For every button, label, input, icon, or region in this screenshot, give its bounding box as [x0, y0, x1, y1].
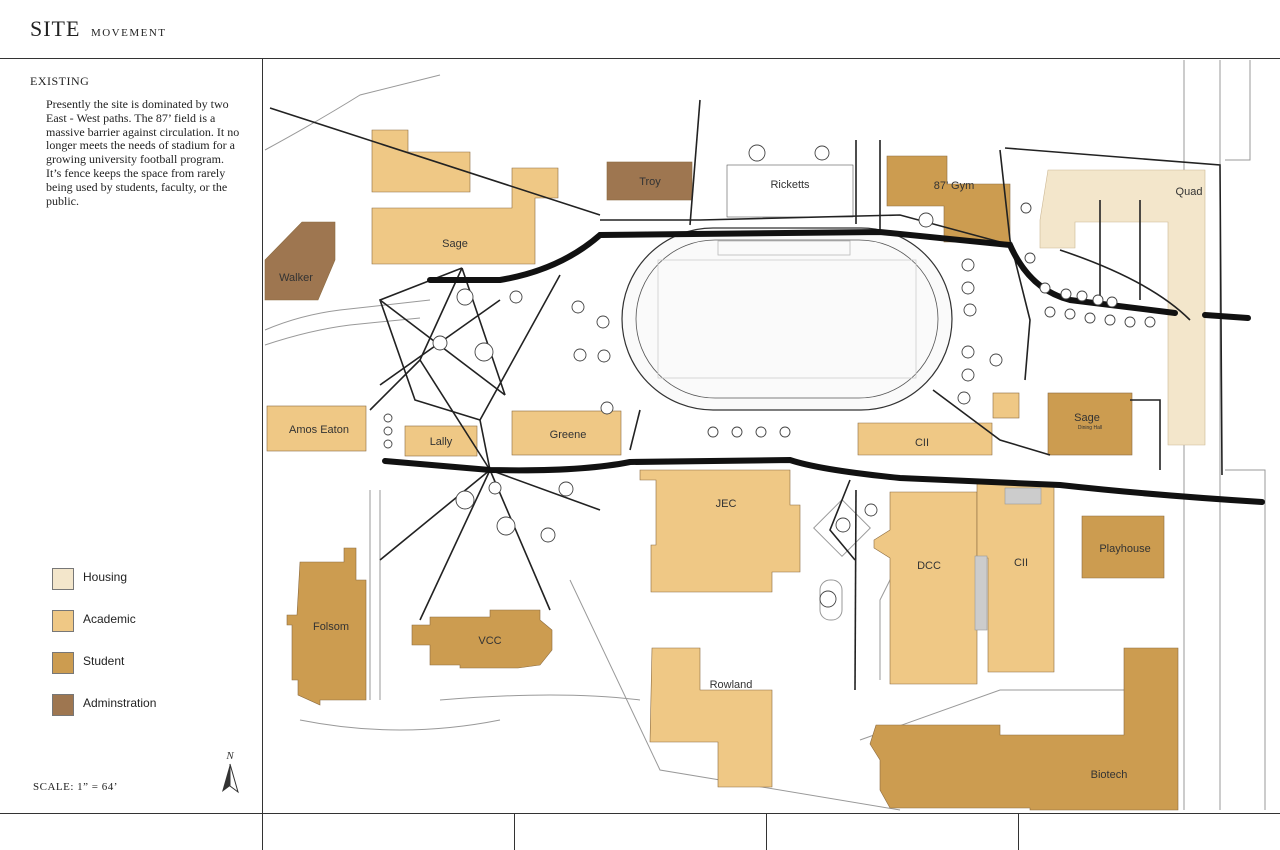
site-map: Walker Sage Troy Ricketts 87’ Gym Quad A… — [264, 60, 1266, 811]
title-subtitle: MOVEMENT — [90, 27, 167, 39]
label-lally: Lally — [430, 436, 453, 448]
label-greene: Greene — [550, 429, 587, 441]
legend-swatch-housing — [52, 568, 74, 590]
legend-label: Housing — [83, 570, 128, 584]
legend-label: Adminstration — [83, 696, 157, 710]
title-main: SITE — [30, 16, 81, 41]
legend-swatch-academic — [52, 610, 74, 632]
label-quad: Quad — [1176, 186, 1203, 198]
panel-divider — [262, 58, 263, 850]
label-troy: Troy — [639, 176, 661, 188]
header-rule — [0, 58, 1280, 59]
north-arrow-icon: N — [218, 748, 242, 801]
legend-swatch-administration — [52, 694, 74, 716]
existing-description: Presently the site is dominated by two E… — [46, 97, 240, 208]
building-ricketts — [726, 164, 854, 218]
page-title: SITE MOVEMENT — [30, 16, 167, 42]
scale-text: SCALE: 1” = 64’ — [33, 781, 118, 793]
building-jec — [639, 469, 801, 593]
footer-divider-3 — [1018, 813, 1019, 850]
stadium — [621, 227, 953, 411]
building-sage-dining — [1047, 392, 1133, 456]
building-folsom — [286, 547, 367, 706]
north-label: N — [225, 750, 234, 762]
label-amos-eaton: Amos Eaton — [289, 424, 349, 436]
label-cii-south: CII — [1014, 557, 1028, 569]
legend-swatch-student — [52, 652, 74, 674]
existing-heading: EXISTING — [30, 74, 90, 88]
legend-label: Student — [83, 654, 125, 668]
building-vcc — [411, 609, 553, 669]
building-sage-academic-2 — [371, 167, 559, 265]
building-troy — [606, 161, 693, 201]
label-jec: JEC — [716, 498, 737, 510]
building-amos-eaton — [266, 405, 367, 452]
building-cii-north — [857, 422, 993, 456]
building-walker — [264, 221, 336, 301]
footer-divider-1 — [514, 813, 515, 850]
label-sage-dining-sub: Dining Hall — [1078, 425, 1102, 431]
label-walker: Walker — [279, 272, 313, 284]
legend-label: Academic — [83, 612, 136, 626]
label-vcc: VCC — [478, 635, 501, 647]
label-ricketts: Ricketts — [770, 179, 810, 191]
label-dcc: DCC — [917, 560, 941, 572]
building-gym — [886, 155, 1011, 243]
building-dcc — [873, 491, 978, 685]
building-playhouse — [1081, 515, 1165, 579]
building-cii-south — [976, 483, 1055, 673]
label-rowland: Rowland — [710, 679, 753, 691]
building-biotech — [869, 647, 1179, 811]
building-quad — [1039, 169, 1206, 446]
label-cii-north: CII — [915, 437, 929, 449]
building-greene — [511, 410, 622, 456]
label-folsom: Folsom — [313, 621, 349, 633]
footer-divider-2 — [766, 813, 767, 850]
label-biotech: Biotech — [1091, 769, 1128, 781]
building-sage-academic — [371, 129, 471, 193]
label-playhouse: Playhouse — [1099, 543, 1150, 555]
footer-rule — [0, 813, 1280, 814]
label-gym: 87’ Gym — [934, 180, 975, 192]
label-sage-dining: Sage — [1074, 412, 1100, 424]
label-sage-academic: Sage — [442, 238, 468, 250]
building-rowland — [649, 647, 773, 788]
